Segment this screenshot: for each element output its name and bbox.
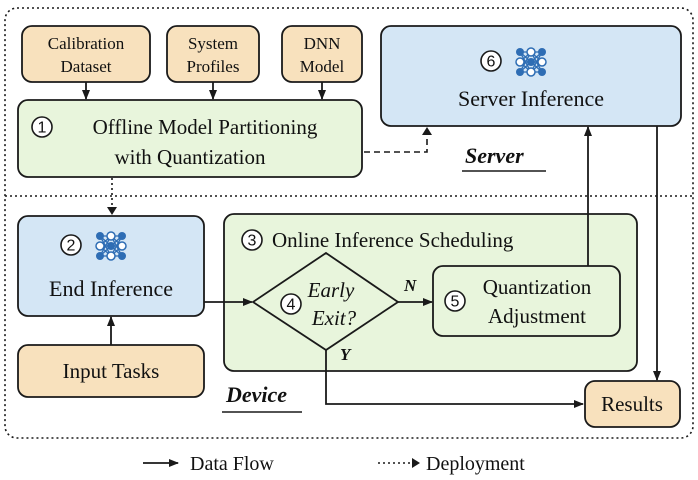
server-inference-label: Server Inference (458, 86, 604, 111)
early-exit-label-line2: Exit? (311, 306, 357, 330)
step-number-2 (60, 234, 82, 256)
input-dnn-model: DNN Model (281, 25, 363, 83)
legend-deployment-arrowhead (412, 458, 420, 468)
online-scheduling-label: Online Inference Scheduling (272, 228, 514, 252)
step-number-3-text: 3 (248, 233, 257, 250)
outer-frame (4, 7, 694, 439)
end-inference-label: End Inference (49, 276, 173, 301)
input-calibration-dataset: Calibration Dataset (21, 25, 151, 83)
legend: Data Flow Deployment (143, 453, 525, 475)
deployment-arrowhead-end (107, 207, 117, 215)
step-number-1-text: 1 (38, 120, 47, 137)
step-number-4-text: 4 (287, 297, 296, 314)
deployment-arrow-to-server (364, 130, 428, 153)
step-number-6-text: 6 (487, 54, 496, 71)
arrow-decision-to-results (325, 350, 584, 408)
input-label-line2: Model (300, 57, 345, 76)
device-region-label: Device (225, 382, 287, 407)
early-exit-label-line1: Early (307, 278, 355, 302)
input-label-line2: Dataset (61, 57, 112, 76)
end-inference-box: 2 End Inference (17, 215, 205, 317)
offline-label-line1: Offline Model Partitioning (93, 115, 318, 139)
quantization-label-line2: Adjustment (488, 304, 586, 328)
step-number-6 (480, 50, 502, 72)
step-number-2-text: 2 (67, 238, 76, 255)
offline-label-line2: with Quantization (114, 145, 266, 169)
quantization-adjustment-box: 5 Quantization Adjustment (432, 265, 621, 337)
step-number-5 (444, 290, 466, 312)
results-box: Results (584, 380, 681, 428)
input-tasks-box: Input Tasks (17, 344, 205, 398)
step-number-4 (280, 293, 302, 315)
branch-yes-label: Y (340, 345, 352, 364)
neural-network-icon (95, 231, 127, 261)
legend-data-flow-label: Data Flow (190, 453, 274, 475)
quantization-label-line1: Quantization (483, 275, 592, 299)
server-inference-box: 6 Server Inference (380, 25, 682, 127)
step-number-1 (31, 116, 53, 138)
deployment-arrowhead-server (422, 127, 432, 135)
offline-partitioning-box: 1 Offline Model Partitioning with Quanti… (17, 99, 363, 178)
server-region-label: Server (465, 143, 524, 168)
results-label: Results (601, 392, 663, 416)
input-label-line1: System (188, 34, 238, 53)
input-label-line2: Profiles (187, 57, 240, 76)
input-tasks-label: Input Tasks (63, 359, 160, 383)
early-exit-decision: 4 Early Exit? (251, 251, 400, 352)
neural-network-icon (515, 47, 547, 77)
input-label-line1: DNN (304, 34, 341, 53)
step-number-3 (241, 229, 263, 251)
input-label-line1: Calibration (48, 34, 125, 53)
legend-deployment-label: Deployment (426, 453, 525, 475)
step-number-5-text: 5 (451, 294, 460, 311)
input-system-profiles: System Profiles (166, 25, 260, 83)
branch-no-label: N (403, 276, 417, 295)
